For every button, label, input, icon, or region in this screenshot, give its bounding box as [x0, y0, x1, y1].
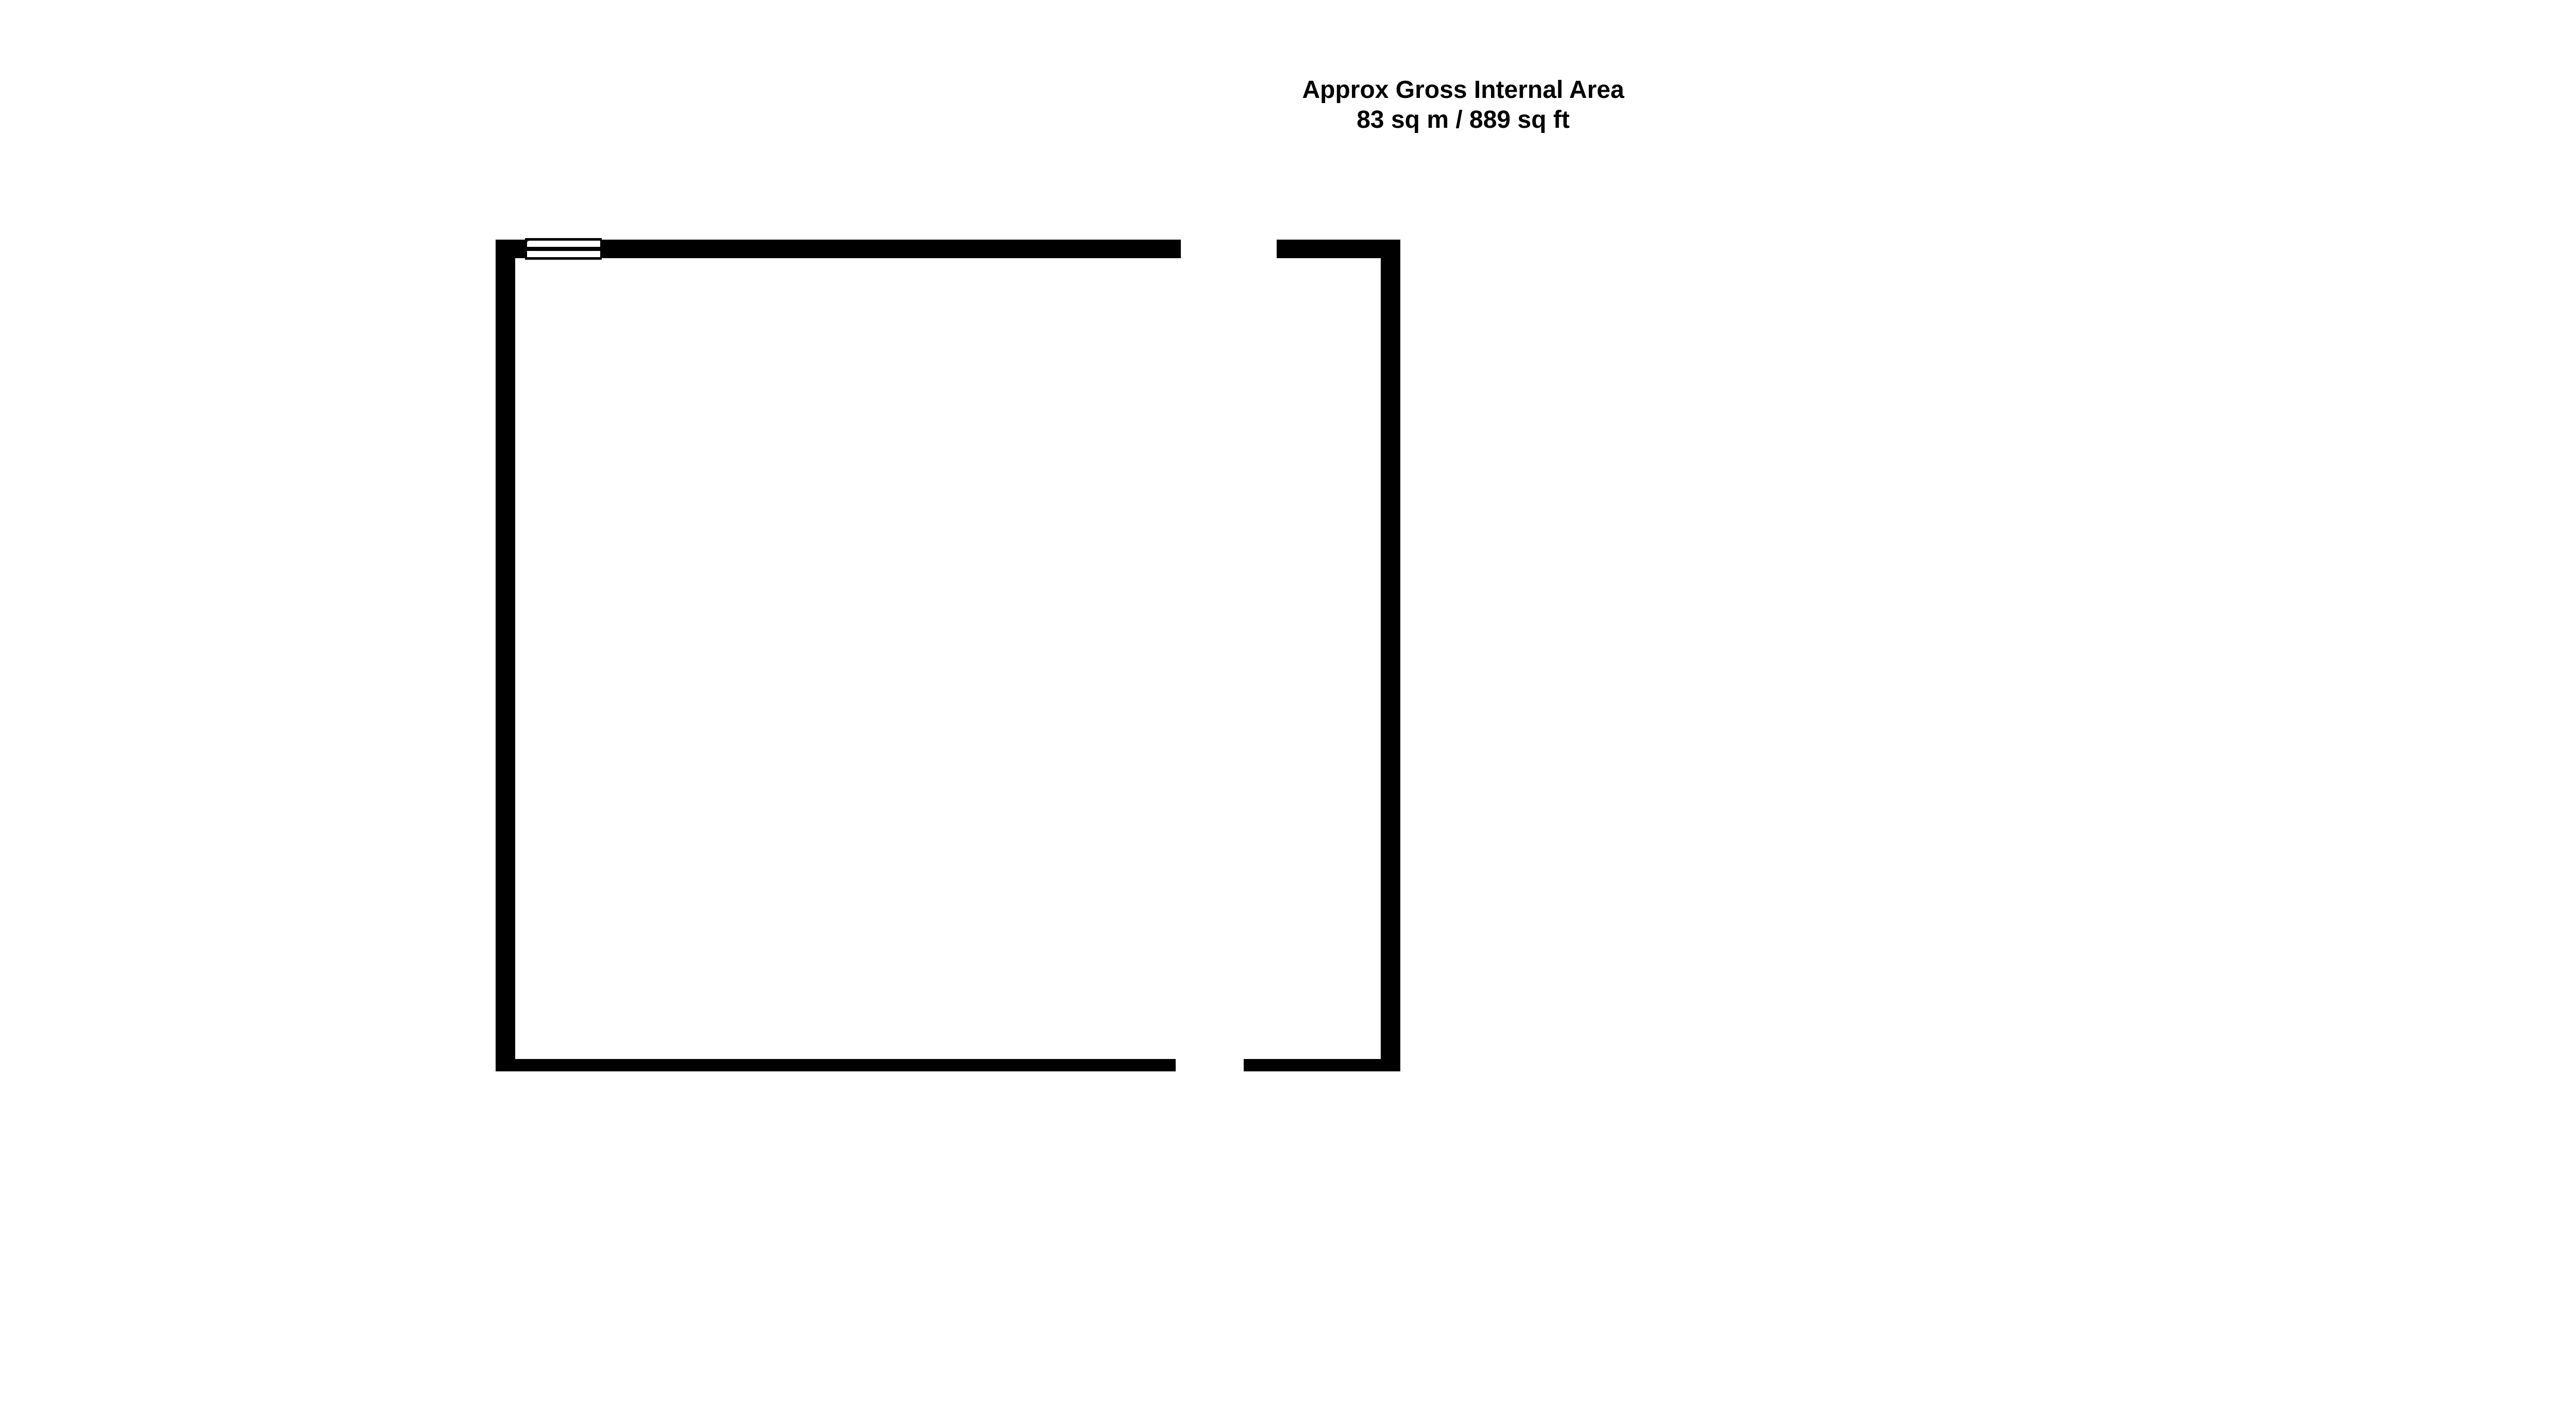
gross-area-value: 83 sq m / 889 sq ft	[1357, 106, 1570, 133]
wall	[1277, 240, 1400, 258]
window-rear-lounge	[527, 241, 528, 242]
ground-floor-plan	[496, 238, 1400, 1071]
window-lounge-rear	[527, 238, 602, 260]
gross-internal-area-title: Approx Gross Internal Area 83 sq m / 889…	[0, 75, 2576, 135]
wall	[496, 240, 515, 1070]
wall	[496, 240, 1181, 258]
wall	[1244, 1059, 1400, 1071]
gross-area-label: Approx Gross Internal Area	[1302, 76, 1624, 104]
wall	[496, 1059, 1176, 1071]
wall	[1381, 240, 1400, 1070]
